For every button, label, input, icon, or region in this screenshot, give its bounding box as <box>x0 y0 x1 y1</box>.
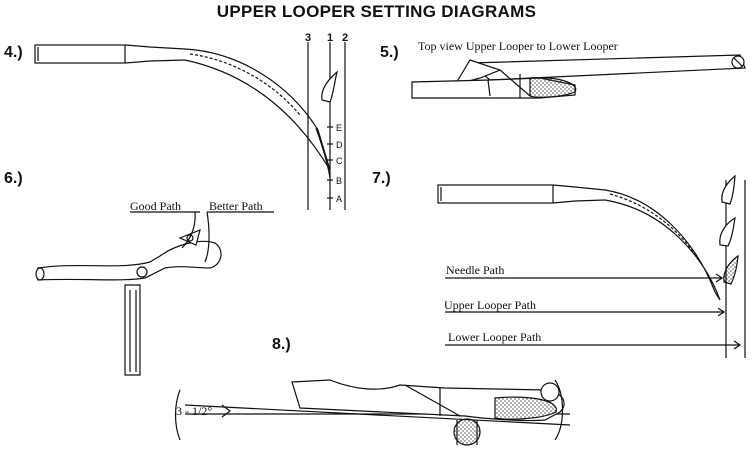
figure-6-label: 6.) <box>4 170 23 187</box>
looper-arm <box>37 240 222 281</box>
angle-bracket-left <box>174 389 181 441</box>
figure-7-label: 7.) <box>372 170 391 187</box>
upper-looper-path-label: Upper Looper Path <box>444 298 536 312</box>
looper-shank <box>34 44 126 64</box>
needle-eye <box>719 216 736 247</box>
pivot-screw <box>136 266 148 278</box>
lower-looper-path-label: Lower Looper Path <box>448 330 541 344</box>
figure-8-label: 8.) <box>272 336 291 353</box>
needle-eye <box>321 70 338 103</box>
figure-4-drawing <box>34 42 346 210</box>
figure-5-caption: Top view Upper Looper to Lower Looper <box>418 39 618 53</box>
better-path-label: Better Path <box>209 199 263 213</box>
point-label: C <box>336 156 343 166</box>
looper-neck <box>552 184 606 204</box>
needle-eye <box>723 254 739 285</box>
needle-cross-section <box>453 418 481 446</box>
figure-5-label: 5.) <box>380 44 399 61</box>
better-path-line <box>204 211 210 263</box>
figure-8-drawing <box>174 379 571 446</box>
angle-label: 3 - 1/2° <box>176 404 212 418</box>
looper-curve <box>604 189 721 301</box>
column-number: 3 <box>305 32 311 44</box>
figure-5-drawing <box>411 54 746 99</box>
lower-bar <box>124 284 141 376</box>
upper-looper-bar <box>468 54 746 81</box>
angle-bracket-right <box>554 379 564 441</box>
column-number: 1 <box>327 32 333 44</box>
good-path-line <box>181 211 196 249</box>
point-label: D <box>336 140 343 150</box>
looper-hatched <box>494 396 557 420</box>
looper-neck <box>124 44 186 64</box>
angle-symbol <box>221 404 231 418</box>
page-title: UPPER LOOPER SETTING DIAGRAMS <box>216 2 537 21</box>
point-label: B <box>336 176 342 186</box>
good-path-label: Good Path <box>130 199 181 213</box>
figure-4-label: 4.) <box>4 44 23 61</box>
angled-line <box>184 404 571 426</box>
figure-7-drawing <box>437 174 746 358</box>
point-label: A <box>336 194 342 204</box>
column-number: 2 <box>342 32 348 44</box>
looper-shank <box>437 184 554 204</box>
needle-path-label: Needle Path <box>446 263 504 277</box>
lower-looper-hatched <box>529 77 577 98</box>
point-label: E <box>336 123 342 133</box>
figure-6-drawing <box>35 211 274 376</box>
needle-eye <box>721 174 736 205</box>
